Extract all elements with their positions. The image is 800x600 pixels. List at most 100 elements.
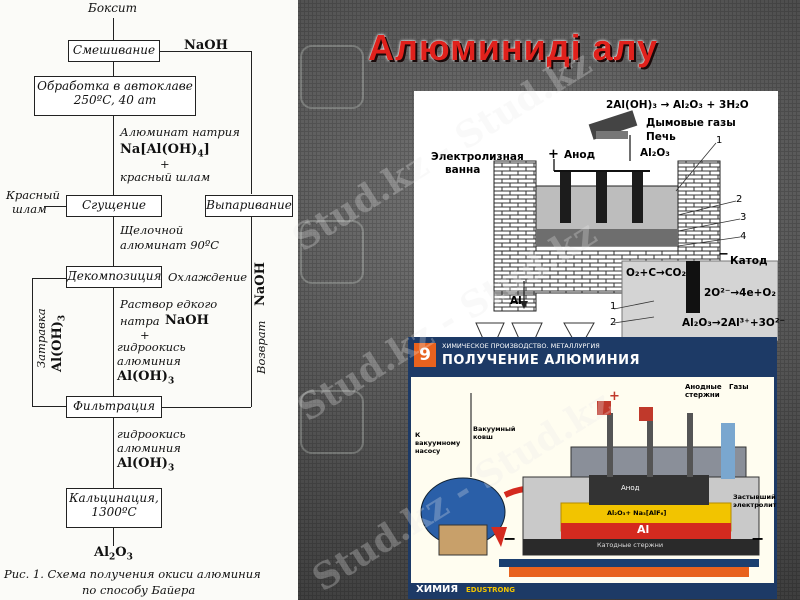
gases-label: Газы [729,383,749,391]
figure-caption: Рис. 1. Схема получения окиси алюминия п… [4,566,261,598]
brick-wall-right [677,160,721,262]
callout-number: 1 [610,301,617,312]
alkaline-label: Щелочной [120,223,184,237]
vacuum-ladle-label: Вакуумный ковш [473,425,516,441]
aloh3-formula: Al(OH)3 [117,369,175,387]
vacuum-pump-label: К вакуумному насосу [415,431,461,455]
solid-electrolyte-label: Застывший электролит [733,493,777,509]
step-thickening: Сгущение [66,195,162,217]
hydroxide-label: гидроокись [117,340,186,354]
poster-title: ПОЛУЧЕНИЕ АЛЮМИНИЯ [442,353,641,368]
plus-sign: + [160,157,170,171]
bayer-process-flowchart: Боксит Смешивание NaOH Обработка в авток… [0,0,298,600]
furnace-label: Печь [646,131,676,143]
naoh-return-line [251,51,253,194]
callout-number: 2 [736,194,743,205]
poster-drawing [420,393,760,577]
callout-number: 1 [716,135,723,146]
cathode-rods-label: Катодные стержни [597,541,664,549]
hydroxide-label: алюминия [117,354,181,368]
alumina-product: Al2O3 [94,545,133,563]
naoh-return-line [160,51,252,53]
arrow-line [113,418,115,488]
arrow-line [113,528,115,546]
aluminium-layer [561,523,731,539]
callout-number: 3 [740,212,747,223]
aluminium-label: Al [510,295,522,307]
red-mud-out-label: Красный [6,188,60,202]
poster-subtitle: ХИМИЧЕСКОЕ ПРОИЗВОДСТВО. МЕТАЛЛУРГИЯ [442,342,600,350]
flue-gases-label: Дымовые газы [646,117,736,129]
cooling-label: Охлаждение [168,270,248,284]
furnace-icon [588,110,638,161]
red-mud-out-label: шлам [12,202,47,216]
poster-illustration: Анодные стержни Газы К вакуумному насосу… [411,377,777,583]
poster-footer: ХИМИЯ EDUSTRONG [408,583,777,599]
seed-loop-line [32,406,66,408]
step-autoclave: Обработка в автоклаве 250ºC, 40 ат [34,76,196,116]
return-line [162,407,251,409]
electrolysis-bath-label: Электролизная ванна [431,151,524,177]
poster-header: 9 ХИМИЧЕСКОЕ ПРОИЗВОДСТВО. МЕТАЛЛУРГИЯ П… [408,337,777,377]
hydroxide-label: алюминия [117,441,181,455]
anode-label: Анод [564,149,596,161]
cathode-equation: Al₂O₃→2Al³⁺+3O²⁻ [682,317,785,329]
step-autoclave-conditions: 250ºC, 40 ат [73,92,157,107]
calcination-equation: 2Al(OH)₃ → Al₂O₃ + 3H₂O [606,99,749,111]
cathode-base [523,539,759,555]
minus-terminal: − [503,529,517,548]
naoh-input-label: NaOH [184,38,228,53]
hydroxide-label: гидроокись [117,427,186,441]
plus-terminal: + [609,389,620,404]
arrow-line [113,288,115,396]
footer-publisher: EDUSTRONG [466,586,516,594]
callout-number: 4 [740,231,747,242]
plus-terminal: + [548,147,559,162]
figure-caption-line: по способу Байера [82,583,196,597]
anode-reaction: O₂+C→CO₂ [626,267,687,279]
gas-duct [721,423,735,479]
solution-label: натра [120,314,160,328]
electrolysis-diagram-drawing [475,110,779,342]
anode-rod [560,171,571,223]
alumina-label: Al₂O₃ [640,147,670,159]
aluminium-production-poster: 9 ХИМИЧЕСКОЕ ПРОИЗВОДСТВО. МЕТАЛЛУРГИЯ П… [408,337,777,599]
cathode-label: Катод [730,255,768,267]
aluminate-formula: Na[Al(OH)4] [120,142,210,160]
arrow-line [113,18,115,40]
anode-equation: 2O²⁻→4e+O₂ [704,287,776,299]
anode-housing [570,446,747,478]
molten-aluminium [536,229,678,246]
aluminate-label: Алюминат натрия [120,125,240,139]
electrolyte-formula: Al₂O₃+ Na₃[AlF₆] [607,509,667,517]
seed-loop-line [32,278,66,280]
anode-rods-label: Анодные стержни [685,383,722,399]
step-calcination: Кальцинация, 1300ºC [66,488,162,528]
callout-number: 2 [610,317,617,328]
red-mud-out-line [44,206,66,208]
step-decomposition: Декомпозиция [66,266,162,288]
cathode-rod [686,261,700,313]
step-evaporation: Выпаривание [205,195,293,217]
slide-title: Алюминиді алу [368,27,659,68]
poster-number: 9 [414,343,436,367]
minus-terminal: − [751,529,765,548]
minus-terminal: − [718,247,729,262]
naoh-formula: NaOH [165,313,209,328]
alkaline-label: алюминат 90ºC [120,238,220,252]
electrolysis-bath-label-line: ванна [445,164,481,176]
bauxite-label: Боксит [88,1,138,15]
return-label: Возврат [254,320,268,374]
aloh3-formula: Al(OH)3 [117,456,175,474]
return-line [251,217,253,407]
seed-formula: Al(OH)3 [50,314,68,372]
anode-label: Анод [621,484,640,492]
footer-brand: ХИМИЯ [416,584,459,595]
seed-loop-line [32,278,34,406]
figure-caption-line: Рис. 1. Схема получения окиси алюминия [4,567,261,581]
electrolysis-bath-label-line: Электролизная [431,151,524,163]
solution-label: Раствор едкого [120,297,218,311]
anode-block [589,475,709,505]
step-autoclave-label: Обработка в автоклаве [37,79,193,93]
plus-sign: + [140,328,150,342]
